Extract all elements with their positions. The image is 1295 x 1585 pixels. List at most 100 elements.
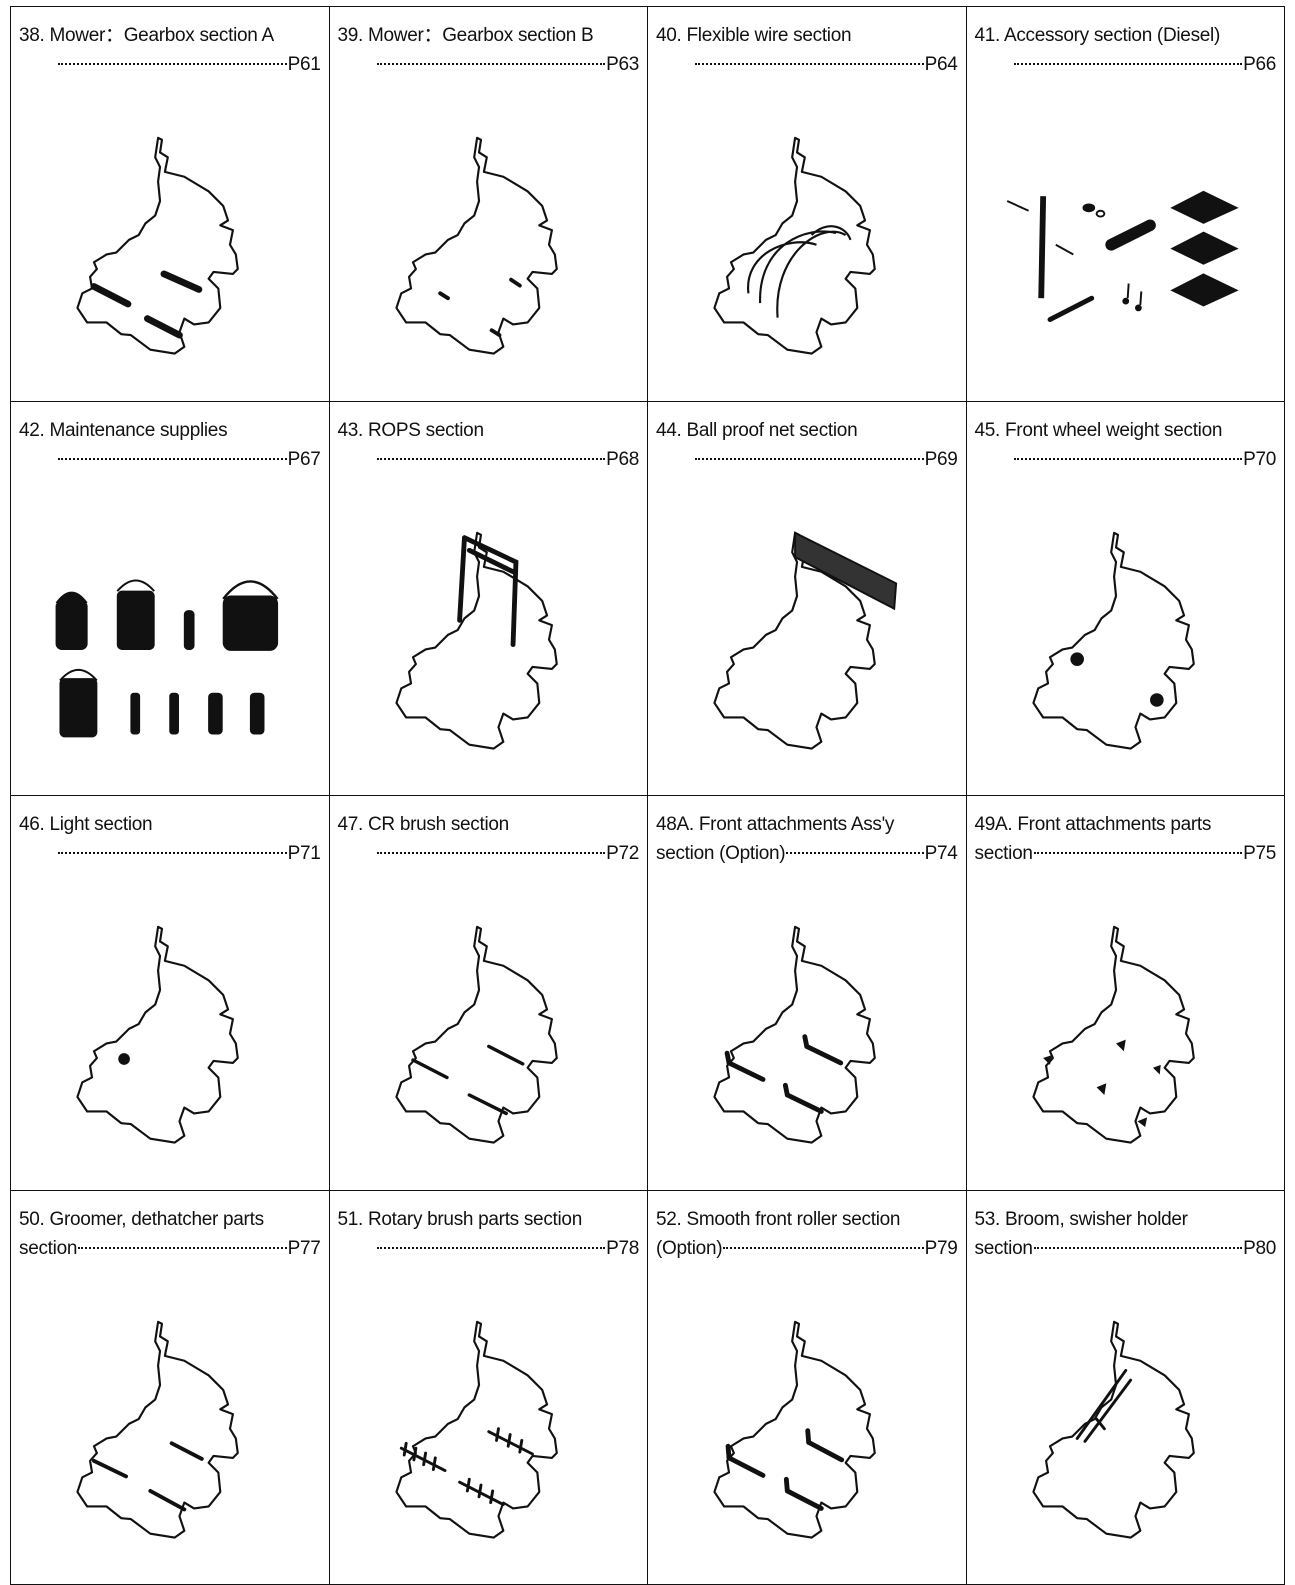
section-cell[interactable]: 47. CR brush section P72 (330, 796, 649, 1191)
leader-dots (58, 852, 287, 854)
section-index-grid: 38. Mower：Gearbox section A P61 39. Mowe… (10, 6, 1285, 1585)
ball-proof-net-illustration (648, 494, 966, 786)
page-number[interactable]: P75 (1243, 839, 1276, 868)
front-attachments-parts-illustration (967, 888, 1285, 1180)
groomer-illustration (11, 1283, 329, 1575)
leader-dots (58, 63, 287, 65)
section-title-cont: (Option) (656, 1234, 722, 1263)
rotary-brush-illustration (330, 1283, 648, 1575)
page-reference-line: section P77 (19, 1234, 321, 1263)
page-number[interactable]: P66 (1243, 50, 1276, 79)
front-wheel-weight-illustration (967, 494, 1285, 786)
section-caption: 38. Mower：Gearbox section A P61 (19, 21, 321, 79)
front-attachments-assy-illustration (648, 888, 966, 1180)
page-number[interactable]: P67 (288, 445, 321, 474)
section-caption: 52. Smooth front roller section (Option)… (656, 1205, 958, 1263)
section-title-cont: section (975, 1234, 1033, 1263)
section-cell[interactable]: 51. Rotary brush parts section P78 (330, 1191, 649, 1585)
section-caption: 42. Maintenance supplies P67 (19, 416, 321, 474)
page-reference-line: P78 (338, 1234, 640, 1263)
page-reference-line: sectionP75 (975, 839, 1277, 868)
page-number[interactable]: P80 (1243, 1234, 1276, 1263)
leader-dots (1014, 63, 1243, 65)
page-reference-line: P72 (338, 839, 640, 868)
page-reference-line: P70 (975, 445, 1277, 474)
section-cell[interactable]: 40. Flexible wire section P64 (648, 7, 967, 402)
section-cell[interactable]: 46. Light section P71 (11, 796, 330, 1191)
section-title: 47. CR brush section (338, 810, 640, 839)
section-cell[interactable]: 52. Smooth front roller section (Option)… (648, 1191, 967, 1585)
section-caption: 40. Flexible wire section P64 (656, 21, 958, 79)
leader-dots (78, 1247, 286, 1249)
section-cell[interactable]: 38. Mower：Gearbox section A P61 (11, 7, 330, 402)
accessories-illustration (967, 99, 1285, 391)
leader-dots (723, 1247, 923, 1249)
page-reference-line: section (Option) P74 (656, 839, 958, 868)
page-number[interactable]: P77 (288, 1234, 321, 1263)
section-title-cont: section (Option) (656, 839, 785, 868)
page-number[interactable]: P78 (606, 1234, 639, 1263)
section-caption: 50. Groomer, dethatcher parts section P77 (19, 1205, 321, 1263)
broom-holder-illustration (967, 1283, 1285, 1575)
section-title: 40. Flexible wire section (656, 21, 958, 50)
page-number[interactable]: P69 (925, 445, 958, 474)
section-title: 50. Groomer, dethatcher parts (19, 1205, 321, 1234)
section-caption: 53. Broom, swisher holder sectionP80 (975, 1205, 1277, 1263)
section-title: 44. Ball proof net section (656, 416, 958, 445)
section-title: 42. Maintenance supplies (19, 416, 321, 445)
section-cell[interactable]: 48A. Front attachments Ass'y section (Op… (648, 796, 967, 1191)
section-title: 52. Smooth front roller section (656, 1205, 958, 1234)
page-number[interactable]: P61 (288, 50, 321, 79)
section-cell[interactable]: 43. ROPS section P68 (330, 402, 649, 797)
leader-dots (377, 63, 606, 65)
page-reference-line: section P80 (975, 1234, 1277, 1263)
section-caption: 47. CR brush section P72 (338, 810, 640, 868)
page-number[interactable]: P70 (1243, 445, 1276, 474)
page-reference-line: P68 (338, 445, 640, 474)
section-cell[interactable]: 42. Maintenance supplies P67 (11, 402, 330, 797)
page-number[interactable]: P71 (288, 839, 321, 868)
page-reference-line: P69 (656, 445, 958, 474)
page-number[interactable]: P72 (606, 839, 639, 868)
leader-dots (377, 458, 606, 460)
section-title: 39. Mower：Gearbox section B (338, 21, 640, 50)
section-caption: 39. Mower：Gearbox section B P63 (338, 21, 640, 79)
rops-illustration (330, 494, 648, 786)
leader-dots (695, 63, 924, 65)
page-reference-line: P66 (975, 50, 1277, 79)
page-reference-line: P63 (338, 50, 640, 79)
section-title: 48A. Front attachments Ass'y (656, 810, 958, 839)
page-number[interactable]: P79 (925, 1234, 958, 1263)
section-caption: 48A. Front attachments Ass'y section (Op… (656, 810, 958, 868)
section-title: 49A. Front attachments parts (975, 810, 1277, 839)
mower-gearbox-a-illustration (11, 99, 329, 391)
page-reference-line: P71 (19, 839, 321, 868)
section-cell[interactable]: 39. Mower：Gearbox section B P63 (330, 7, 649, 402)
page-number[interactable]: P68 (606, 445, 639, 474)
section-title: 46. Light section (19, 810, 321, 839)
page-reference-line: P67 (19, 445, 321, 474)
section-cell[interactable]: 41. Accessory section (Diesel) P66 (967, 7, 1286, 402)
leader-dots (377, 852, 606, 854)
leader-dots (1034, 852, 1242, 854)
smooth-roller-illustration (648, 1283, 966, 1575)
page-reference-line: P64 (656, 50, 958, 79)
section-cell[interactable]: 44. Ball proof net section P69 (648, 402, 967, 797)
page-number[interactable]: P64 (925, 50, 958, 79)
cr-brush-illustration (330, 888, 648, 1180)
section-title: 41. Accessory section (Diesel) (975, 21, 1277, 50)
section-cell[interactable]: 50. Groomer, dethatcher parts section P77 (11, 1191, 330, 1585)
leader-dots (377, 1247, 606, 1249)
leader-dots (1014, 458, 1243, 460)
flexible-wire-illustration (648, 99, 966, 391)
page-reference-line: P61 (19, 50, 321, 79)
page-reference-line: (Option) P79 (656, 1234, 958, 1263)
section-cell[interactable]: 45. Front wheel weight section P70 (967, 402, 1286, 797)
page-number[interactable]: P63 (606, 50, 639, 79)
section-title-cont: section (19, 1234, 77, 1263)
section-caption: 41. Accessory section (Diesel) P66 (975, 21, 1277, 79)
page-number[interactable]: P74 (925, 839, 958, 868)
